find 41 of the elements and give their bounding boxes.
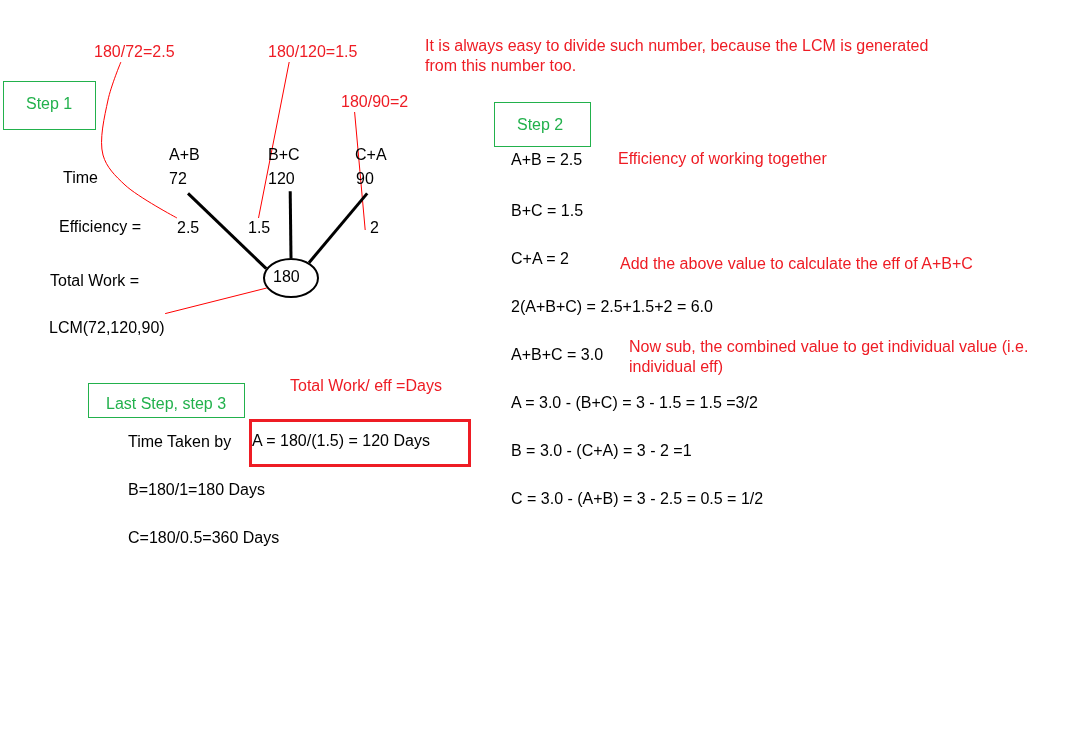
time-value-text: 120: [268, 169, 295, 189]
label-text: A+B = 2.5: [511, 150, 583, 170]
total-work-ellipse: 180: [263, 258, 319, 298]
label-text: B+C = 1.5: [511, 201, 584, 221]
label-text: Efficiency =: [59, 217, 141, 237]
label-text: Time Taken by: [128, 432, 232, 452]
pair-label: B+C: [268, 145, 300, 165]
note-text: It is always easy to divide such number, because the LCM is generated from this number too.: [425, 36, 930, 76]
time-value-text: 72: [169, 169, 187, 189]
value-text: 1.5: [248, 218, 278, 238]
note-text: Total Work/ eff =Days: [290, 376, 442, 396]
label-text: Time: [63, 168, 98, 188]
step-box: Step 1: [3, 81, 96, 130]
value-text: 2.5: [177, 218, 207, 238]
leader-line: [101, 61, 178, 219]
note-text: Now sub, the combined value to get individual value (i.e. individual eff): [629, 337, 1030, 377]
pair-label: A+B: [169, 145, 200, 165]
annotation-text: 180/120=1.5: [268, 42, 374, 62]
leader-line: [164, 287, 268, 315]
annotation-text: 180/72=2.5: [94, 42, 190, 62]
highlight-box: A = 180/(1.5) = 120 Days: [249, 419, 471, 467]
label-text: Total Work =: [50, 271, 140, 291]
label-text: 2(A+B+C) = 2.5+1.5+2 = 6.0: [511, 297, 713, 317]
note-text: Add the above value to calculate the eff of A+B+C: [620, 254, 973, 274]
annotation-text: 180/90=2: [341, 92, 421, 112]
label-text: C+A = 2: [511, 249, 569, 269]
connector-line: [307, 192, 369, 264]
label-text: C=180/0.5=360 Days: [128, 528, 280, 548]
connector-line: [288, 191, 293, 258]
connector-line: [186, 192, 268, 270]
value-text: 2: [370, 218, 386, 238]
step-box: Last Step, step 3: [88, 383, 245, 418]
note-text: Efficiency of working together: [618, 149, 827, 169]
label-text: A+B+C = 3.0: [511, 345, 604, 365]
leader-line: [258, 61, 290, 219]
step-box: Step 2: [494, 102, 591, 147]
label-text: B = 3.0 - (C+A) = 3 - 2 =1: [511, 441, 692, 461]
label-text: B=180/1=180 Days: [128, 480, 265, 500]
label-text: C = 3.0 - (A+B) = 3 - 2.5 = 0.5 = 1/2: [511, 489, 764, 509]
label-text: A = 3.0 - (B+C) = 3 - 1.5 = 1.5 =3/2: [511, 393, 758, 413]
value-text: LCM(72,120,90): [49, 318, 181, 340]
